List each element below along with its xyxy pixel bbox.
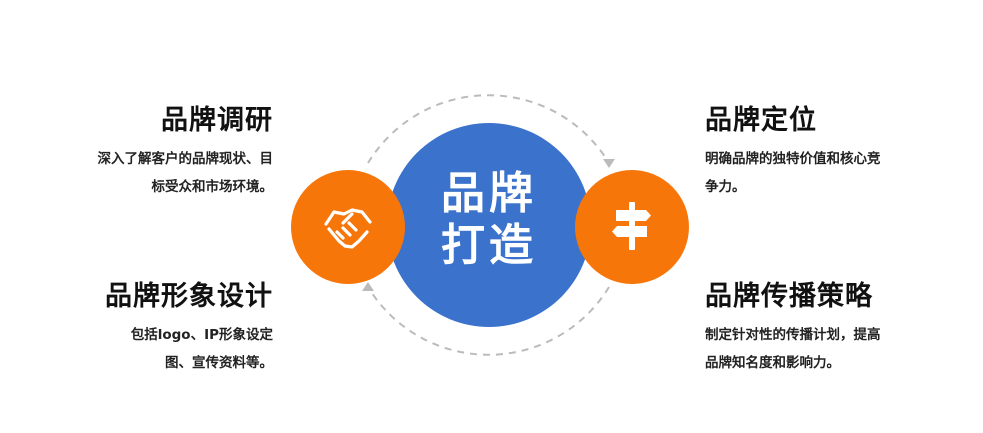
communication-description: 制定针对性的传播计划，提高 品牌知名度和影响力。: [705, 321, 881, 377]
positioning-desc-line2: 争力。: [705, 179, 746, 195]
handshake-icon: [324, 208, 372, 249]
arrow-head-top: [603, 159, 615, 168]
dashed-arc-bottom: [367, 286, 610, 356]
center-title-line2: 打造: [441, 220, 537, 271]
research-heading: 品牌调研: [161, 105, 273, 136]
communication-desc-line2: 品牌知名度和影响力。: [705, 355, 840, 371]
research-desc-line1: 深入了解客户的品牌现状、目: [97, 151, 274, 167]
center-circle: [387, 123, 591, 327]
center-title: 品牌 打造: [389, 168, 589, 272]
signpost-icon: [612, 202, 651, 250]
positioning-description: 明确品牌的独特价值和核心竞 争力。: [705, 145, 881, 201]
dashed-arc-top: [367, 94, 610, 164]
image-design-description: 包括logo、IP形象设定 图、宣传资料等。: [131, 321, 273, 377]
image-design-heading: 品牌形象设计: [105, 281, 273, 312]
arrow-head-bottom: [362, 282, 374, 291]
image-desc-line2: 图、宣传资料等。: [165, 355, 273, 371]
left-orange-circle: [291, 170, 405, 284]
communication-desc-line1: 制定针对性的传播计划，提高: [705, 327, 881, 343]
image-desc-line1: 包括logo、IP形象设定: [130, 327, 273, 343]
research-desc-line2: 标受众和市场环境。: [151, 179, 274, 195]
positioning-desc-line1: 明确品牌的独特价值和核心竞: [705, 151, 881, 167]
center-title-line1: 品牌: [441, 168, 537, 219]
positioning-heading: 品牌定位: [705, 105, 817, 136]
communication-heading: 品牌传播策略: [705, 281, 873, 312]
research-description: 深入了解客户的品牌现状、目 标受众和市场环境。: [98, 145, 274, 201]
